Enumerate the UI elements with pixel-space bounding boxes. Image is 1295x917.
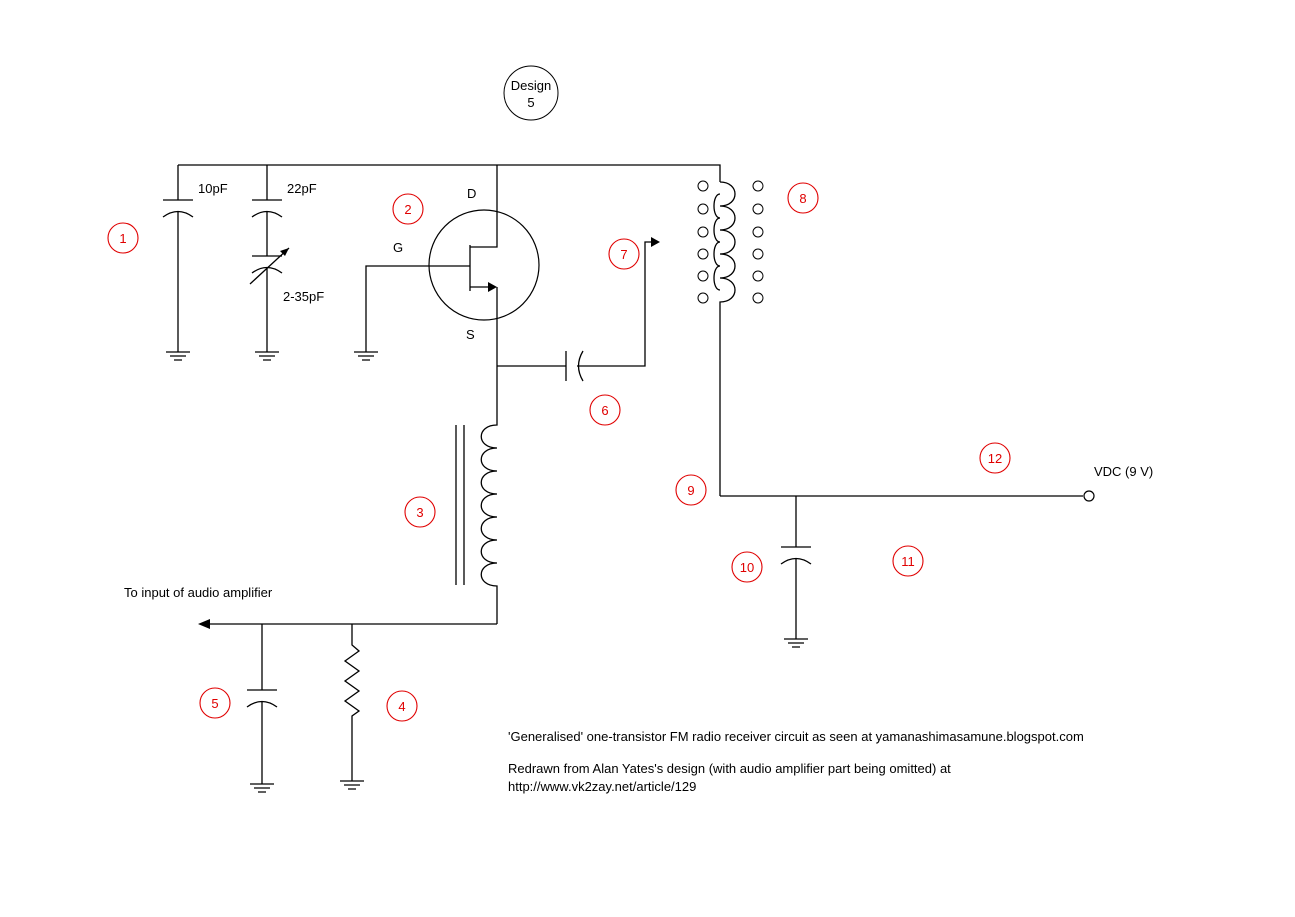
bypass-capacitor: [780, 496, 812, 648]
tank-coil: [697, 180, 764, 496]
svg-text:2: 2: [404, 202, 411, 217]
capacitor-10pf: [162, 165, 194, 361]
perfboard-holes: [697, 180, 764, 304]
design-badge: Design 5: [503, 65, 559, 121]
note-line-3: http://www.vk2zay.net/article/129: [508, 779, 696, 794]
label-2-35pf: 2-35pF: [283, 289, 324, 304]
note-line-1: 'Generalised' one-transistor FM radio re…: [508, 729, 1084, 744]
marker-8: 8: [787, 182, 819, 214]
svg-text:1: 1: [119, 231, 126, 246]
design-label: Design: [511, 78, 551, 93]
svg-text:9: 9: [687, 483, 694, 498]
svg-text:4: 4: [398, 699, 405, 714]
label-10pf: 10pF: [198, 181, 228, 196]
marker-7: 7: [608, 238, 640, 270]
svg-text:10: 10: [740, 560, 754, 575]
top-rail-wire: [178, 164, 721, 182]
marker-11: 11: [892, 545, 924, 577]
source-notes: 'Generalised' one-transistor FM radio re…: [508, 729, 1084, 794]
svg-text:11: 11: [901, 554, 915, 569]
supply-rail: [720, 490, 1095, 502]
label-audio-output: To input of audio amplifier: [124, 585, 273, 600]
label-vdc: VDC (9 V): [1094, 464, 1153, 479]
rf-choke-inductor: [455, 366, 498, 624]
label-source: S: [466, 327, 475, 342]
label-22pf: 22pF: [287, 181, 317, 196]
coupling-capacitor: [497, 237, 660, 382]
note-line-2: Redrawn from Alan Yates's design (with a…: [508, 761, 951, 776]
marker-12: 12: [979, 442, 1011, 474]
marker-3: 3: [404, 496, 436, 528]
audio-output-line: [198, 619, 497, 629]
label-gate: G: [393, 240, 403, 255]
svg-text:6: 6: [601, 403, 608, 418]
svg-text:7: 7: [620, 247, 627, 262]
design-number: 5: [527, 95, 534, 110]
marker-9: 9: [675, 474, 707, 506]
svg-text:12: 12: [988, 451, 1002, 466]
capacitor-22pf-and-trimmer: [249, 165, 290, 361]
label-drain: D: [467, 186, 476, 201]
marker-2: 2: [392, 193, 424, 225]
marker-10: 10: [731, 551, 763, 583]
svg-text:3: 3: [416, 505, 423, 520]
svg-text:8: 8: [799, 191, 806, 206]
marker-1: 1: [107, 222, 139, 254]
svg-text:5: 5: [211, 696, 218, 711]
output-resistor: [340, 624, 364, 790]
jfet-transistor: [428, 165, 540, 366]
marker-6: 6: [589, 394, 621, 426]
output-capacitor: [246, 624, 278, 793]
marker-5: 5: [199, 687, 231, 719]
marker-4: 4: [386, 690, 418, 722]
gate-wire: [354, 265, 470, 361]
